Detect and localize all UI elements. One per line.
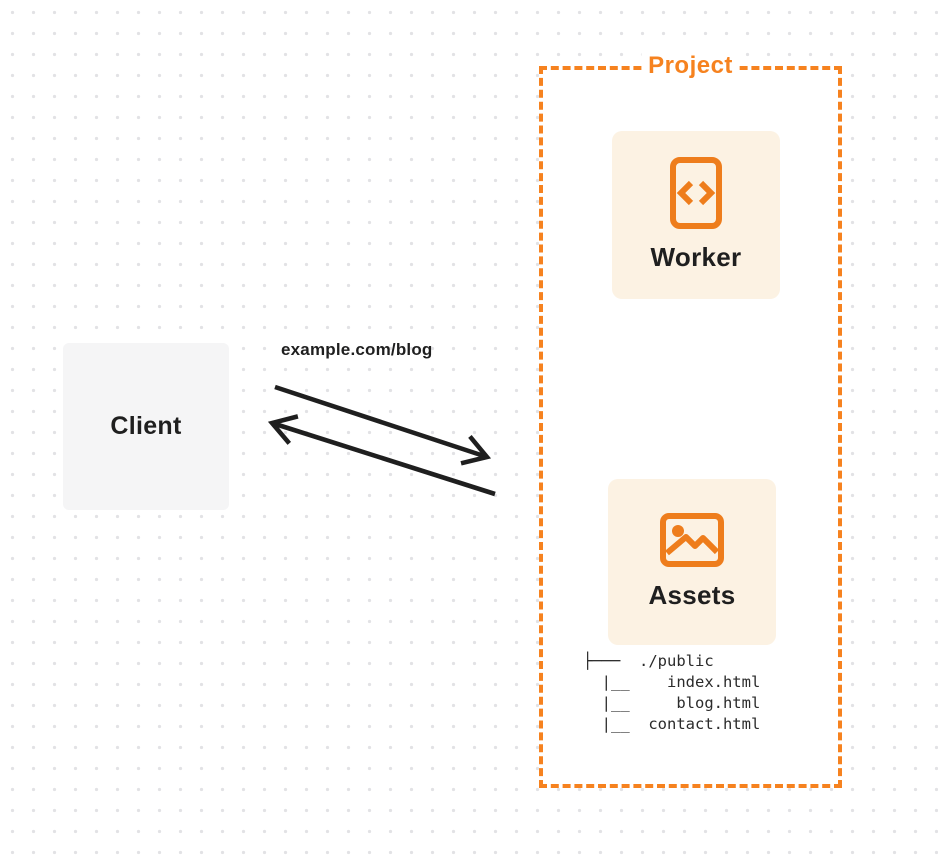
assets-card: Assets <box>608 479 776 645</box>
image-icon <box>660 513 724 567</box>
request-arrow <box>274 384 492 466</box>
worker-label: Worker <box>650 242 742 272</box>
client-label: Client <box>110 412 182 440</box>
code-document-icon <box>670 157 722 229</box>
request-url-label: example.com/blog <box>281 340 433 359</box>
client-box: Client <box>63 343 229 510</box>
response-arrow <box>267 414 496 497</box>
project-boundary: Project <box>539 52 842 788</box>
assets-file-tree: ├─── ./public |__ index.html |__ blog.ht… <box>583 652 761 733</box>
project-label: Project <box>641 52 740 80</box>
assets-label: Assets <box>648 580 736 610</box>
worker-card: Worker <box>612 131 780 299</box>
